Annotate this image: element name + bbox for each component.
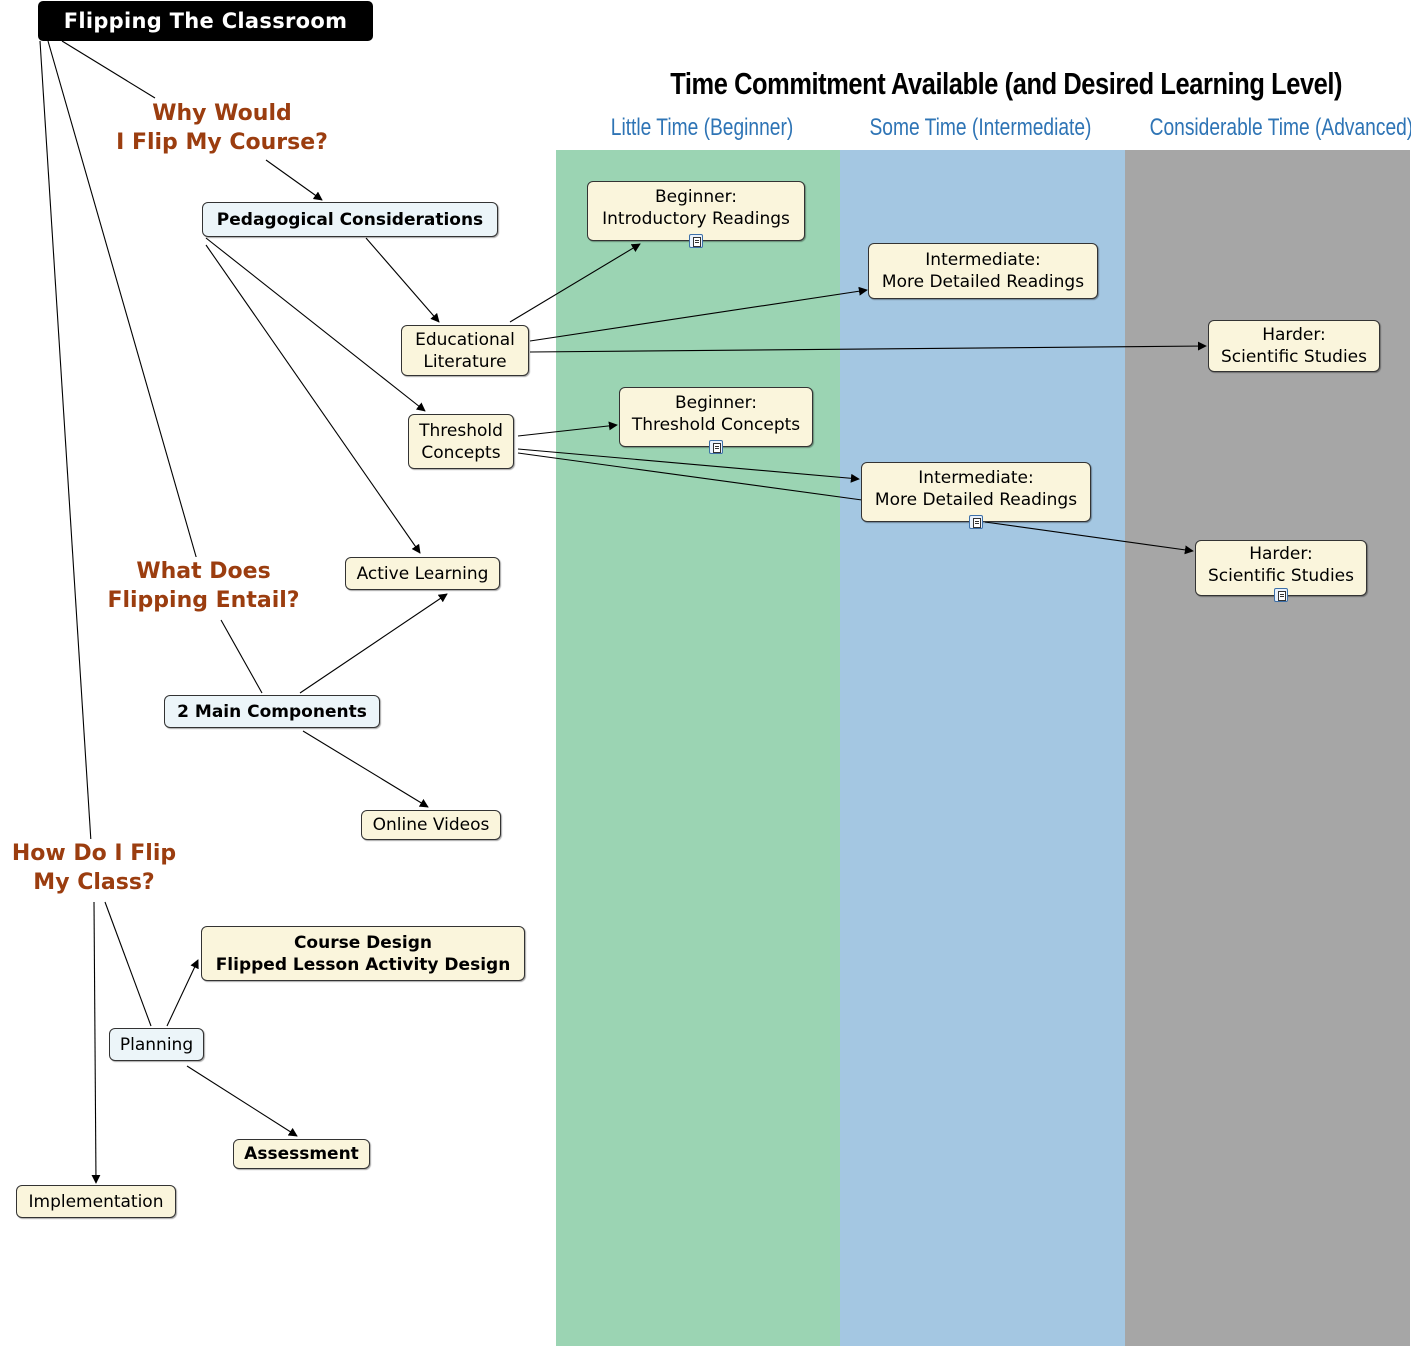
arrow-why-pedagogical (265, 159, 323, 201)
arrow-components-videos (302, 730, 429, 808)
document-icon[interactable] (709, 440, 723, 454)
node-threshold-concepts[interactable]: Threshold Concepts (408, 414, 514, 469)
question-how-flip: How Do I Flip My Class? (0, 839, 188, 897)
time-commitment-title: Time Commitment Available (and Desired L… (670, 66, 1343, 101)
node-beg-intro-line-1: Beginner: (654, 187, 738, 207)
node-int-detailed-1-line-2: More Detailed Readings (881, 272, 1085, 292)
node-course-design-line-2: Flipped Lesson Activity Design (215, 954, 511, 975)
node-beg-threshold-line-1: Beginner: (674, 393, 758, 413)
node-beg-threshold-line-2: Threshold Concepts (631, 415, 801, 435)
node-educational-line-1: Educational (415, 329, 515, 350)
node-planning[interactable]: Planning (109, 1028, 204, 1061)
arrow-educational-harder (529, 341, 1207, 353)
link-what-components (220, 619, 263, 694)
node-threshold-line-1: Threshold (419, 420, 503, 441)
arrow-intermediate-harder (984, 521, 1194, 555)
link-root-what (47, 40, 198, 561)
node-implementation-label: Implementation (28, 1191, 164, 1212)
node-beginner-introductory-readings[interactable]: Beginner: Introductory Readings (587, 181, 805, 241)
node-implementation[interactable]: Implementation (16, 1185, 176, 1218)
arrow-pedagogical-educational (365, 237, 440, 323)
document-icon[interactable] (689, 234, 703, 248)
node-harder-scientific-studies-2[interactable]: Harder: Scientific Studies (1195, 540, 1367, 596)
column-heading-considerable-time: Considerable Time (Advanced) (1149, 114, 1411, 141)
question-how-line-1: How Do I Flip (11, 841, 177, 866)
node-videos-label: Online Videos (372, 815, 490, 835)
node-educational-line-2: Literature (423, 351, 507, 372)
node-pedagogical-considerations[interactable]: Pedagogical Considerations (202, 202, 498, 237)
arrow-pedagogical-threshold (205, 237, 426, 412)
root-node-title[interactable]: Flipping The Classroom (38, 1, 373, 41)
node-assessment[interactable]: Assessment (233, 1139, 370, 1169)
node-harder-scientific-studies-1[interactable]: Harder: Scientific Studies (1208, 320, 1380, 372)
node-course-design-line-1: Course Design (293, 932, 433, 953)
column-heading-little-time: Little Time (Beginner) (610, 114, 794, 141)
link-threshold-intermediate (517, 452, 863, 501)
arrow-educational-beginner (509, 243, 641, 323)
link-root-how (39, 40, 92, 843)
arrow-pedagogical-active (205, 244, 421, 554)
node-hard-sci-1-line-2: Scientific Studies (1220, 347, 1367, 367)
document-icon[interactable] (969, 515, 983, 529)
node-hard-sci-1-line-1: Harder: (1262, 325, 1326, 345)
node-2-main-components[interactable]: 2 Main Components (164, 695, 380, 728)
node-educational-literature[interactable]: Educational Literature (401, 325, 529, 376)
node-online-videos[interactable]: Online Videos (361, 810, 501, 840)
node-hard-sci-2-line-2: Scientific Studies (1207, 566, 1354, 586)
arrow-educational-intermediate (529, 286, 868, 342)
link-root-why (61, 40, 156, 99)
column-heading-some-time: Some Time (Intermediate) (869, 114, 1092, 141)
node-beginner-threshold-concepts[interactable]: Beginner: Threshold Concepts (619, 387, 813, 447)
node-pedagogical-label: Pedagogical Considerations (216, 209, 484, 230)
arrow-how-implementation (91, 901, 101, 1184)
question-how-line-2: My Class? (33, 870, 155, 895)
node-assessment-label: Assessment (244, 1144, 359, 1164)
question-why-line-1: Why Would (152, 101, 292, 126)
node-intermediate-detailed-readings-1[interactable]: Intermediate: More Detailed Readings (868, 243, 1098, 299)
question-why-flip: Why Would I Flip My Course? (102, 99, 342, 157)
node-int-detailed-2-line-1: Intermediate: (918, 468, 1034, 488)
node-int-detailed-2-line-2: More Detailed Readings (874, 490, 1078, 510)
question-what-line-2: Flipping Entail? (107, 588, 300, 613)
arrow-planning-design (166, 959, 199, 1027)
arrow-threshold-intermediate (517, 448, 860, 483)
node-beg-intro-line-2: Introductory Readings (602, 209, 790, 229)
node-planning-label: Planning (119, 1034, 194, 1055)
link-how-planning (104, 901, 152, 1027)
node-components-label: 2 Main Components (177, 701, 367, 722)
node-intermediate-detailed-readings-2[interactable]: Intermediate: More Detailed Readings (861, 462, 1091, 522)
node-active-learning[interactable]: Active Learning (345, 557, 500, 590)
node-hard-sci-2-line-1: Harder: (1249, 544, 1313, 564)
document-icon[interactable] (1274, 588, 1288, 602)
arrow-planning-assessment (186, 1065, 298, 1137)
arrow-components-active (299, 593, 448, 694)
question-what-entail: What Does Flipping Entail? (96, 557, 311, 615)
arrow-threshold-beginner (517, 421, 618, 437)
question-why-line-2: I Flip My Course? (116, 130, 328, 155)
node-course-design[interactable]: Course Design Flipped Lesson Activity De… (201, 926, 525, 981)
node-active-label: Active Learning (356, 563, 489, 584)
question-what-line-1: What Does (136, 559, 271, 584)
node-threshold-line-2: Concepts (421, 442, 501, 463)
node-int-detailed-1-line-1: Intermediate: (925, 250, 1041, 270)
